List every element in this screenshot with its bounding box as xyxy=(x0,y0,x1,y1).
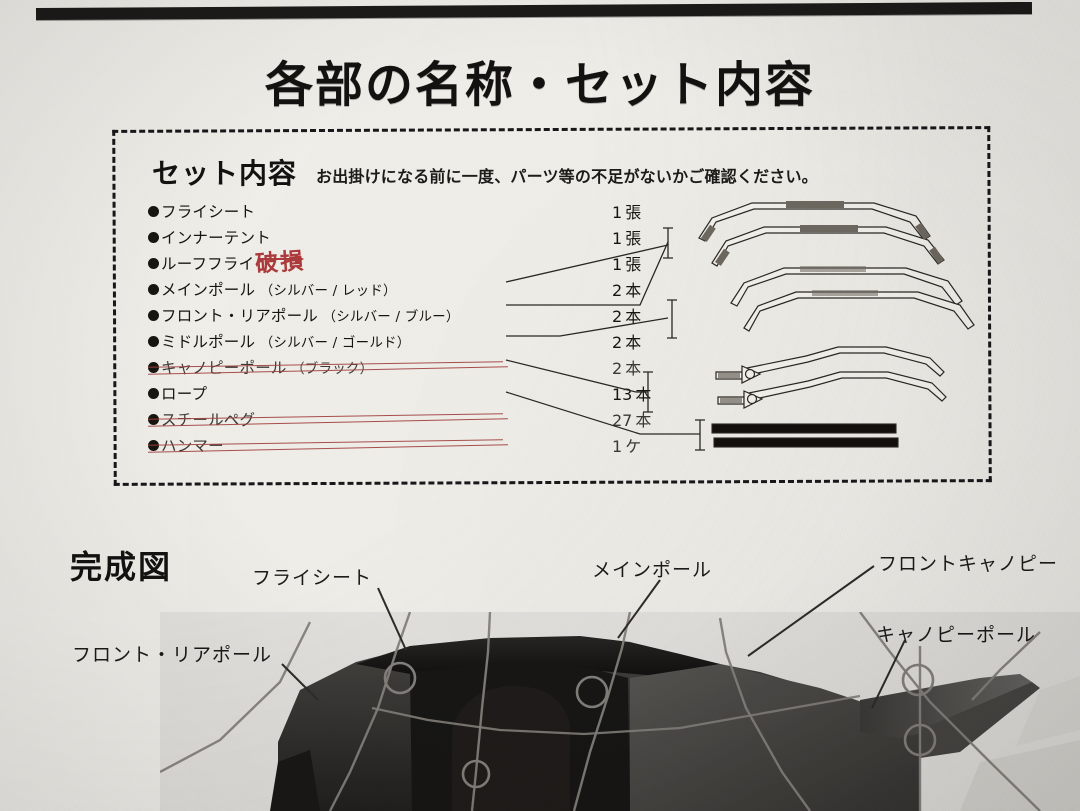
set-contents-heading: セット内容 xyxy=(152,157,298,190)
item-quantity-number: 2 xyxy=(612,307,623,326)
item-quantity-number: 27 xyxy=(612,411,633,430)
item-name: メインポール （シルバー / レッド） xyxy=(161,281,397,299)
item-quantity-number: 2 xyxy=(612,359,623,378)
item-quantity-unit: 本 xyxy=(625,307,642,326)
item-quantity-number: 1 xyxy=(612,255,623,274)
item-quantity-unit: ケ xyxy=(625,437,642,456)
callout-fly-sheet: フライシート xyxy=(252,567,373,589)
callout-main-pole: メインポール xyxy=(592,559,713,581)
bullet-icon xyxy=(148,309,159,321)
item-quantity-unit: 本 xyxy=(635,411,652,430)
item-detail: （ブラック） xyxy=(286,361,374,377)
item-name: ハンマー xyxy=(161,437,224,455)
top-black-rule xyxy=(35,1,1033,21)
item-detail: （シルバー / レッド） xyxy=(255,283,397,299)
item-quantity-number: 2 xyxy=(612,281,623,300)
item-name: フロント・リアポール （シルバー / ブルー） xyxy=(161,307,460,325)
item-name: フライシート xyxy=(161,203,256,221)
bullet-icon xyxy=(148,205,159,217)
item-quantity-number: 13 xyxy=(612,385,633,404)
item-quantity-unit: 本 xyxy=(635,385,652,404)
page-title: 各部の名称・セット内容 xyxy=(264,57,815,113)
item-name: キャノピーポール （ブラック） xyxy=(161,359,374,377)
item-quantity-number: 1 xyxy=(612,203,623,222)
item-quantity-unit: 張 xyxy=(625,255,642,274)
item-name: インナーテント xyxy=(161,229,271,247)
item-name: ルーフフライ xyxy=(161,255,255,273)
tent-photo xyxy=(160,612,1080,811)
item-name: ロープ xyxy=(161,385,208,403)
callout-front-rear-pole: フロント・リアポール xyxy=(72,644,273,666)
bullet-icon xyxy=(148,283,159,295)
item-name: スチールペグ xyxy=(161,411,256,429)
bullet-icon xyxy=(148,439,159,451)
bullet-icon xyxy=(148,413,159,425)
item-quantity-unit: 張 xyxy=(625,229,642,248)
bullet-icon xyxy=(148,361,159,373)
item-quantity-unit: 張 xyxy=(625,203,642,222)
item-quantity-unit: 本 xyxy=(625,333,642,352)
bullet-icon xyxy=(148,335,159,347)
item-quantity-number: 2 xyxy=(612,333,623,352)
callout-canopy-pole: キャノピーポール xyxy=(876,624,1037,646)
red-arrow-icon xyxy=(258,254,304,264)
item-detail: （シルバー / ゴールド） xyxy=(255,335,411,351)
set-contents-note: お出掛けになる前に一度、パーツ等の不足がないかご確認ください。 xyxy=(316,167,818,186)
bullet-icon xyxy=(148,387,159,399)
item-quantity-number: 1 xyxy=(612,437,623,456)
item-quantity-unit: 本 xyxy=(625,359,642,378)
item-quantity-number: 1 xyxy=(612,229,623,248)
item-detail: （シルバー / ブルー） xyxy=(318,309,460,325)
item-quantity-unit: 本 xyxy=(625,281,642,300)
bullet-icon xyxy=(148,231,159,243)
callout-front-canopy: フロントキャノピー xyxy=(878,553,1059,575)
completed-figure-heading: 完成図 xyxy=(70,548,173,586)
item-name: ミドルポール （シルバー / ゴールド） xyxy=(161,333,411,351)
bullet-icon xyxy=(148,257,159,269)
